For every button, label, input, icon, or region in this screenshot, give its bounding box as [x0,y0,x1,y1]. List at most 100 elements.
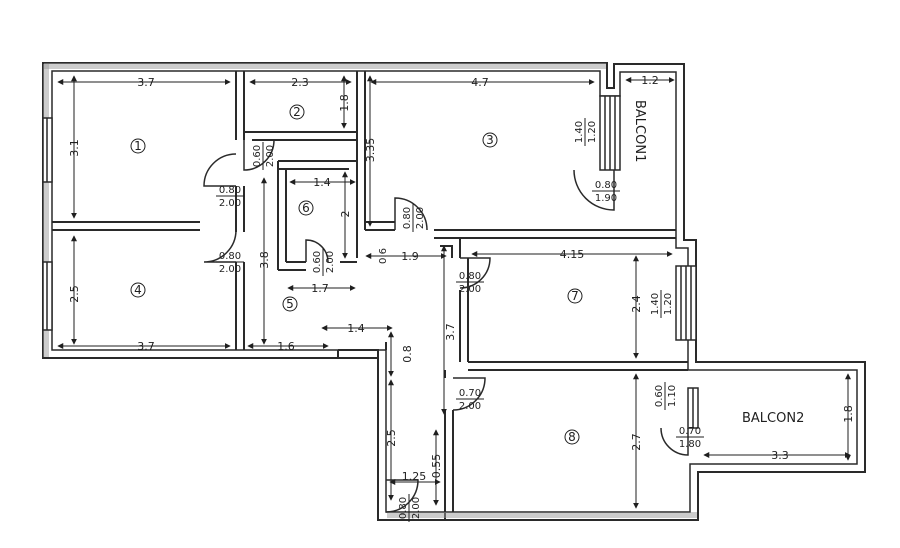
door-room6-label: 0.60 2.00 [312,248,336,276]
dim-room6-width: 1.4 [313,176,331,189]
walls [42,62,866,521]
dim-room8-height: 2.7 [630,433,643,451]
door-swing-room7 [459,257,491,289]
room-3-label: 3 [486,133,494,147]
dimension-lines [57,75,851,509]
svg-text:2.00: 2.00 [415,207,426,229]
svg-text:0.60: 0.60 [312,251,323,273]
svg-text:2.00: 2.00 [219,264,241,275]
room-1-marker: 1 [130,138,146,154]
dim-room4-width: 3.7 [137,340,155,353]
door-room2-label: 0.60 2.00 [252,142,276,170]
svg-text:2.00: 2.00 [459,284,481,295]
dim-room7-width: 4.15 [560,248,585,261]
outer-wall [42,62,866,521]
svg-text:1.10: 1.10 [667,385,678,407]
svg-text:1.20: 1.20 [587,121,598,143]
svg-text:0.80: 0.80 [219,251,241,262]
room-4-label: 4 [134,283,142,297]
wall-hall-step [337,349,379,358]
window-room1 [42,117,53,183]
door-swing-balcon2 [660,427,689,456]
svg-text:0.80: 0.80 [398,497,409,519]
svg-text:0.70: 0.70 [459,388,481,399]
svg-text:0.80: 0.80 [402,207,413,229]
balcon2-label: BALCON2 [742,411,804,426]
dim-room4-height: 2.5 [68,285,81,303]
room-4-marker: 4 [130,282,146,298]
room-6-label: 6 [302,201,310,215]
dim-room7-height: 2.4 [630,295,643,313]
outer-wall-inner [51,70,858,513]
dim-room2-height: 1.8 [338,94,351,112]
dim-entry-height: 2.5 [385,429,398,447]
svg-text:1.20: 1.20 [663,293,674,315]
door-room7-label: 0.80 2.00 [456,271,484,295]
dim-entry-step: 0.55 [430,454,443,479]
room-1-label: 1 [134,139,142,153]
svg-text:2.00: 2.00 [325,251,336,273]
dim-passage-small: 0.6 [378,248,389,264]
door-room4-label: 0.80 2.00 [216,251,244,275]
dim-room6-bottom: 1.7 [311,282,329,295]
dim-balcon2-width: 3.3 [771,449,789,462]
door-balcon2-label: 0.70 1.80 [676,426,704,450]
door-swing-room4 [203,229,237,263]
windows [42,95,699,429]
dim-hall-height: 3.8 [258,251,271,269]
door-swing-room6 [305,239,329,263]
svg-text:0.60: 0.60 [252,145,263,167]
window-room3 [599,95,621,171]
dim-corridor-width: 1.4 [347,322,365,335]
room-6-marker: 6 [298,200,314,216]
dim-room3-width: 4.7 [471,76,489,89]
dim-hall-bottom: 1.6 [277,340,295,353]
door-room3-label: 0.80 2.00 [402,204,426,232]
dim-room1-width: 3.7 [137,76,155,89]
svg-text:2.00: 2.00 [459,401,481,412]
room-7-marker: 7 [567,288,583,304]
wall-corridor-right [434,237,469,362]
dim-passage-width: 1.9 [401,250,419,263]
door-room1-label: 0.80 2.00 [216,185,244,209]
window-room7-label: 1.40 1.20 [650,290,674,318]
window-room4 [42,261,53,331]
window-room8-label: 0.60 1.10 [654,382,678,410]
wall-7-8 [468,361,688,371]
wall-room1-right [235,186,245,350]
room-markers: 1 2 3 4 5 6 7 8 [130,104,583,445]
door-swing-room3 [394,197,428,231]
dim-step-height: 0.8 [401,345,414,363]
dim-room2-width: 2.3 [291,76,309,89]
svg-text:1.80: 1.80 [679,439,701,450]
door-balcon1-label: 0.80 1.90 [592,180,620,204]
room-2-label: 2 [293,105,301,119]
svg-text:1.40: 1.40 [574,121,585,143]
dim-room3-height: 3.35 [364,138,377,163]
room-5-label: 5 [286,297,294,311]
svg-text:2.00: 2.00 [265,145,276,167]
door-entry-label: 0.80 2.00 [398,494,422,522]
room-2-marker: 2 [289,104,305,120]
room-7-label: 7 [571,289,579,303]
room-5-marker: 5 [282,296,298,312]
wall-room3-bottom [365,221,676,239]
opening-labels: 0.80 2.00 0.60 2.00 0.80 2.00 0.60 2.00 … [216,118,704,522]
svg-text:0.80: 0.80 [219,185,241,196]
wall-room6 [277,160,357,271]
svg-text:1.90: 1.90 [595,193,617,204]
wall-1-2 [235,71,245,140]
svg-text:0.80: 0.80 [459,271,481,282]
door-swing-balcon1 [573,169,615,211]
window-room7 [675,265,697,341]
door-swing-room1 [203,153,237,187]
dim-room6-height: 2 [339,211,352,218]
room-8-label: 8 [568,430,576,444]
window-room8 [687,387,699,429]
door-room8-label: 0.70 2.00 [456,388,484,412]
wall-1-4 [52,221,200,231]
wall-2-bottom [244,131,357,141]
door-swing-room2 [243,139,275,171]
svg-text:0.60: 0.60 [654,385,665,407]
